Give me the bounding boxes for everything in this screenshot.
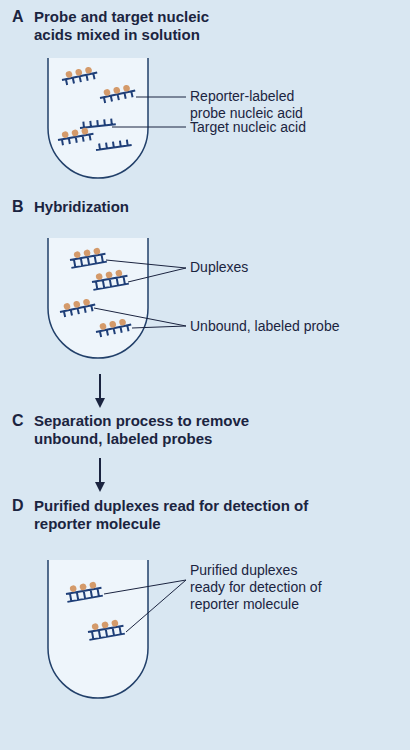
leader-line (94, 260, 186, 328)
leader-line (112, 97, 186, 127)
flow-arrow (99, 458, 101, 487)
step-letter: D (12, 497, 32, 515)
step-heading: Separation process to remove unbound, la… (34, 412, 294, 448)
test-tube (48, 560, 148, 698)
step-letter: A (12, 8, 32, 26)
step-heading: Probe and target nucleic acids mixed in … (34, 8, 234, 44)
flow-arrow (99, 374, 101, 403)
callout-label: Unbound, labeled probe (190, 318, 370, 335)
callout-label: Duplexes (190, 259, 340, 276)
step-letter: B (12, 198, 32, 216)
callout-label: Purified duplexes ready for detection of… (190, 562, 335, 613)
step-heading: Purified duplexes read for detection of … (34, 497, 329, 533)
step-letter: C (12, 412, 32, 430)
callout-label: Reporter-labeled probe nucleic acid (190, 88, 320, 122)
test-tube (48, 238, 148, 358)
test-tube (48, 58, 148, 178)
step-heading: Hybridization (34, 198, 234, 216)
callout-label: Target nucleic acid (190, 119, 340, 136)
leader-line (104, 580, 186, 632)
